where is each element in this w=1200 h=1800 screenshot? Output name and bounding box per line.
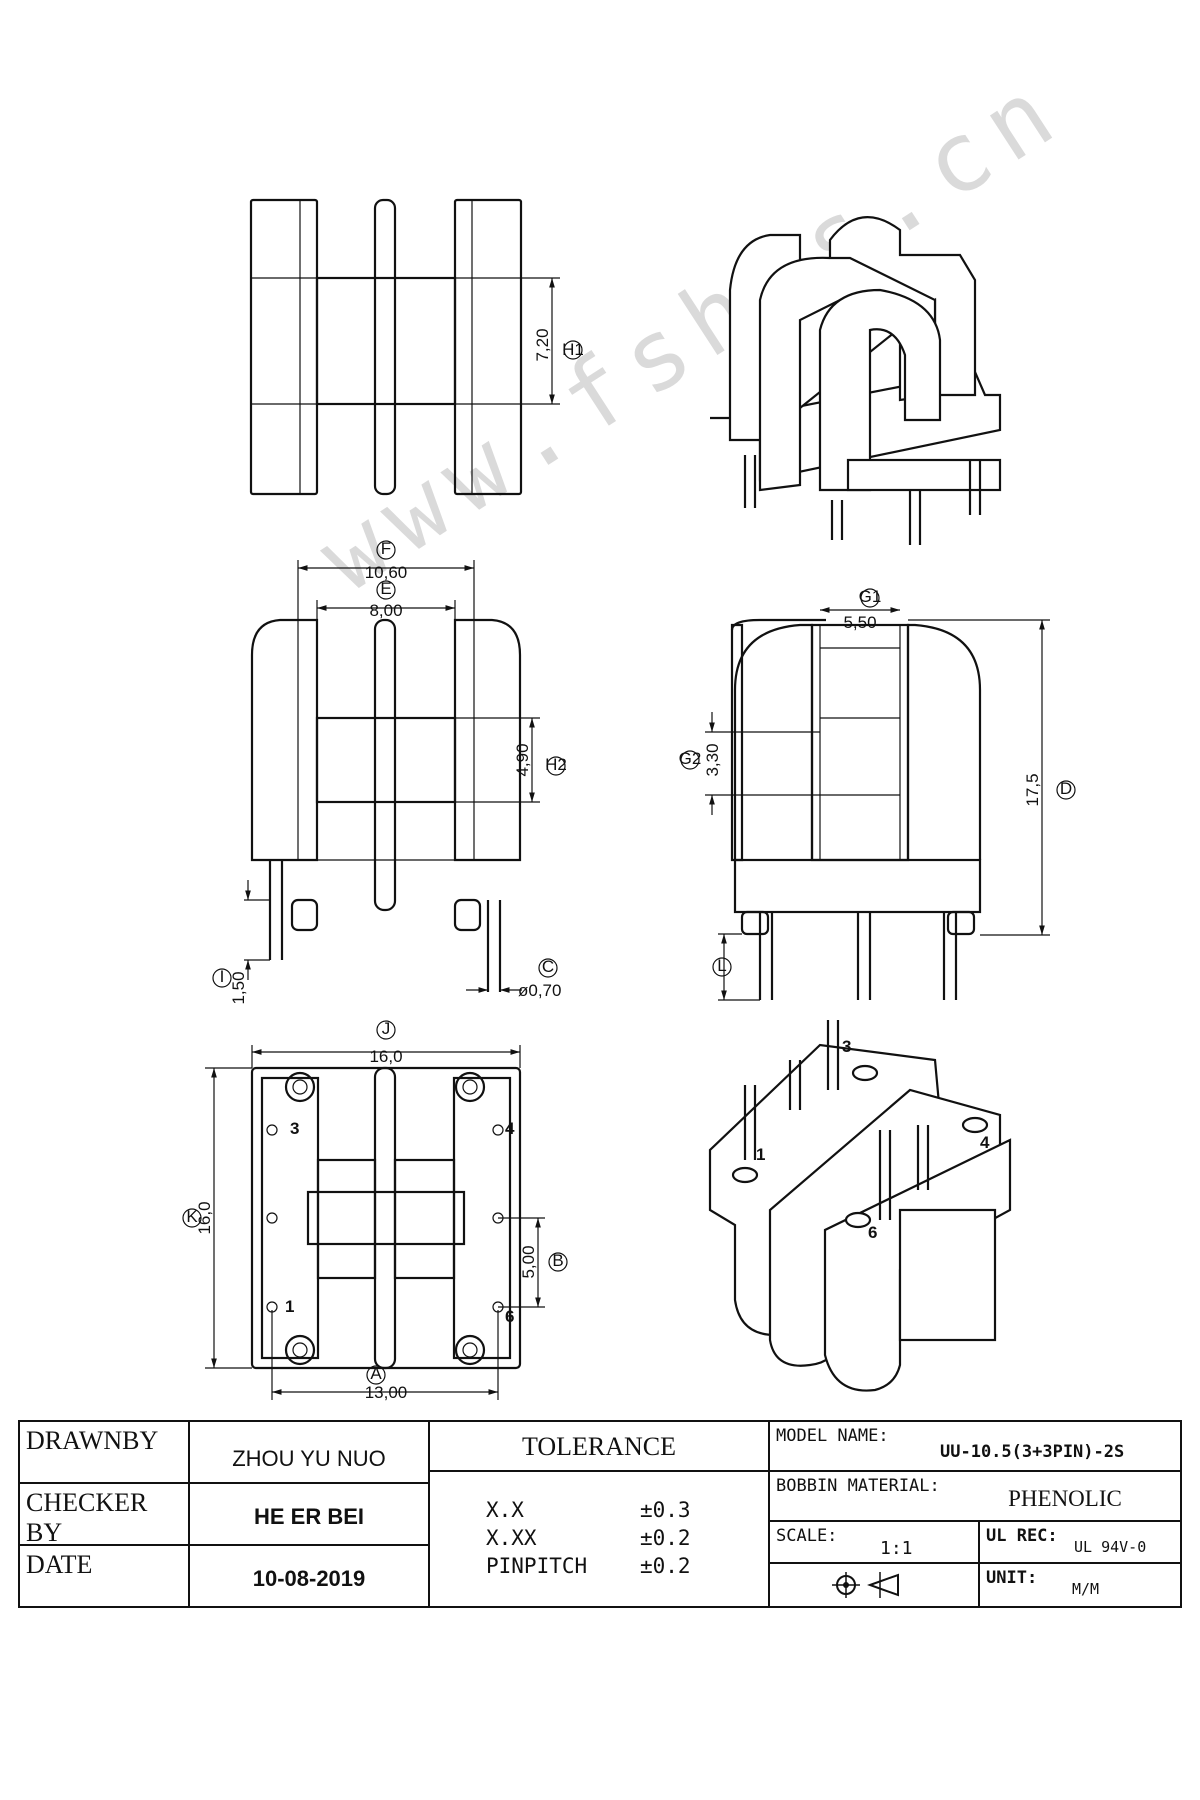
drawn-by-value: ZHOU YU NUO — [232, 1446, 386, 1471]
pin-label-3: 3 — [290, 1119, 299, 1138]
scale-cell: SCALE: 1:1 — [770, 1522, 980, 1564]
dim-e-tag: E — [380, 579, 391, 598]
dim-d-value: 17,5 — [1023, 773, 1042, 806]
dim-b-tag: B — [552, 1251, 563, 1270]
ul-cell: UL REC: UL 94V-0 — [980, 1522, 1180, 1564]
scale-value: 1:1 — [880, 1538, 913, 1559]
date-value: 10-08-2019 — [252, 1566, 366, 1591]
checker-label-cell: CHECKER BY — [20, 1484, 190, 1547]
dim-f-value: 10,60 — [365, 563, 408, 582]
model-label: MODEL NAME: — [776, 1426, 889, 1446]
ul-label: UL REC: — [986, 1526, 1058, 1546]
dim-h1-value: 7,20 — [533, 328, 552, 361]
tolerance-value-0: ±0.3 — [640, 1498, 691, 1522]
iso-pin-label-6: 6 — [868, 1223, 877, 1242]
drawn-by-label-cell: DRAWNBY — [20, 1422, 190, 1484]
dim-h2-value: 4,90 — [513, 743, 532, 776]
material-value: PHENOLIC — [1008, 1486, 1122, 1511]
tolerance-key-1: X.XX — [486, 1526, 537, 1550]
iso-pin-label-1: 1 — [756, 1145, 765, 1164]
dim-g1-value: 5,50 — [843, 613, 876, 632]
tolerance-table: X.X ±0.3 X.XX ±0.2 PINPITCH ±0.2 — [430, 1472, 770, 1606]
tolerance-value-2: ±0.2 — [640, 1554, 691, 1578]
unit-value: M/M — [1072, 1580, 1100, 1598]
model-value: UU-10.5(3+3PIN)-2S — [940, 1442, 1125, 1462]
dim-j-value: 16,0 — [369, 1047, 402, 1066]
dim-k-value: 16,0 — [195, 1201, 214, 1234]
isometric-view-bottom — [708, 1020, 1012, 1392]
date-label-cell: DATE — [20, 1546, 190, 1606]
date-cell: 10-08-2019 — [190, 1546, 430, 1606]
front-view — [705, 607, 1050, 1001]
tolerance-label: TOLERANCE — [521, 1432, 677, 1461]
iso-pin-label-3: 3 — [842, 1037, 851, 1056]
tolerance-header-cell: TOLERANCE — [430, 1422, 770, 1472]
pin-label-1: 1 — [285, 1297, 294, 1316]
side-view — [244, 560, 540, 993]
projection-symbol-cell — [770, 1564, 980, 1606]
dim-g1-tag: G1 — [859, 587, 882, 606]
tolerance-key-2: PINPITCH — [486, 1554, 588, 1578]
iso-pin-label-4: 4 — [980, 1133, 990, 1152]
title-block: DRAWNBY ZHOU YU NUO CHECKER BY HE ER BEI… — [18, 1420, 1182, 1608]
bottom-view — [205, 1045, 545, 1400]
dim-f-tag: F — [381, 539, 391, 558]
dim-c-value: ø0,70 — [518, 981, 561, 1000]
projection-symbol-icon — [832, 1572, 899, 1598]
dim-c-tag: C — [542, 957, 554, 976]
dim-d-tag: D — [1060, 779, 1072, 798]
model-cell: MODEL NAME: UU-10.5(3+3PIN)-2S — [770, 1422, 1180, 1472]
dim-b-value: 5,00 — [519, 1245, 538, 1278]
pin-label-4: 4 — [505, 1119, 515, 1138]
top-view — [249, 198, 560, 496]
dim-i-value: 1,50 — [229, 971, 248, 1004]
material-label: BOBBIN MATERIAL: — [776, 1476, 940, 1496]
scale-label: SCALE: — [776, 1526, 838, 1546]
dim-l-tag: L — [717, 956, 726, 975]
dim-a-tag: A — [370, 1364, 382, 1383]
tolerance-key-0: X.X — [486, 1498, 524, 1522]
date-label: DATE — [26, 1550, 93, 1579]
unit-label: UNIT: — [986, 1568, 1038, 1588]
ul-value: UL 94V-0 — [1074, 1538, 1147, 1556]
drawn-by-cell: ZHOU YU NUO — [190, 1422, 430, 1484]
dim-a-value: 13,00 — [365, 1383, 408, 1402]
dim-k-tag: K — [186, 1207, 198, 1226]
dim-j-tag: J — [382, 1019, 391, 1038]
unit-cell: UNIT: M/M — [980, 1564, 1180, 1606]
dim-g2-tag: G2 — [679, 749, 702, 768]
drawn-by-label: DRAWNBY — [26, 1426, 159, 1455]
dim-h2-tag: H2 — [545, 755, 567, 774]
checker-label: CHECKER BY — [26, 1488, 148, 1547]
tolerance-value-1: ±0.2 — [640, 1526, 691, 1550]
material-cell: BOBBIN MATERIAL: PHENOLIC — [770, 1472, 1180, 1522]
isometric-view-top — [710, 216, 1002, 545]
dim-h1-tag: H1 — [562, 340, 584, 359]
pin-label-6: 6 — [505, 1307, 514, 1326]
checker-value: HE ER BEI — [253, 1504, 365, 1529]
checker-cell: HE ER BEI — [190, 1484, 430, 1546]
dim-e-value: 8,00 — [369, 601, 402, 620]
dim-g2-value: 3,30 — [703, 743, 722, 776]
dim-i-tag: I — [220, 967, 225, 986]
